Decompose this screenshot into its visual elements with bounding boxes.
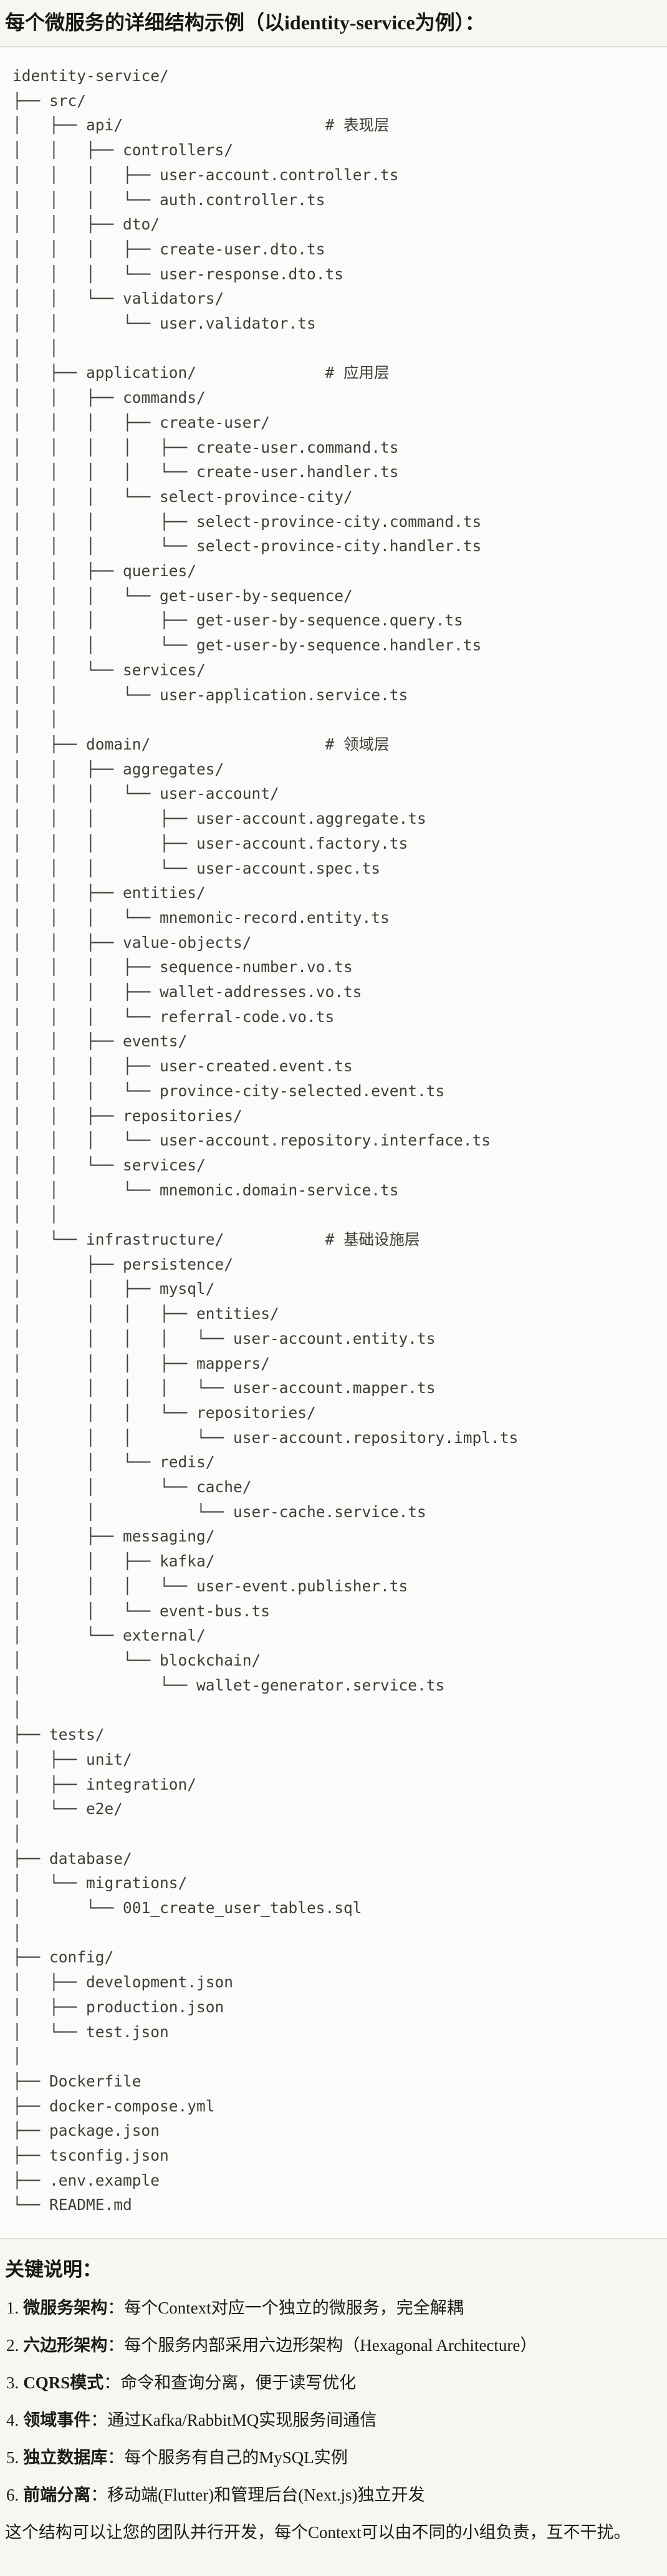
note-colon: ：	[103, 2373, 121, 2393]
note-item: 3.CQRS模式：命令和查询分离，便于读写优化	[6, 2370, 662, 2395]
note-colon: ：	[107, 2336, 125, 2355]
directory-tree: identity-service/ ├── src/ │ ├── api/ # …	[12, 67, 519, 2214]
note-colon: ：	[107, 2448, 125, 2467]
notes-list: 1.微服务架构：每个Context对应一个独立的微服务，完全解耦 2.六边形架构…	[5, 2295, 662, 2507]
note-text: 移动端(Flutter)和管理后台(Next.js)独立开发	[107, 2486, 425, 2505]
note-text: 每个Context对应一个独立的微服务，完全解耦	[124, 2299, 464, 2318]
note-number: 3.	[6, 2373, 19, 2393]
note-number: 1.	[6, 2299, 19, 2318]
document: 每个微服务的详细结构示例（以identity-service为例）： ident…	[0, 9, 667, 2545]
note-text: 命令和查询分离，便于读写优化	[120, 2373, 357, 2393]
note-label: 领域事件	[23, 2411, 91, 2430]
note-item: 5.独立数据库：每个服务有自己的MySQL实例	[6, 2445, 662, 2470]
note-colon: ：	[90, 2411, 108, 2430]
note-colon: ：	[90, 2486, 108, 2505]
page-title: 每个微服务的详细结构示例（以identity-service为例）：	[5, 11, 485, 34]
notes-section: 关键说明： 1.微服务架构：每个Context对应一个独立的微服务，完全解耦 2…	[5, 2257, 662, 2545]
notes-heading: 关键说明：	[5, 2259, 102, 2281]
note-label: 六边形架构	[23, 2336, 108, 2355]
note-label: CQRS模式	[23, 2373, 104, 2393]
note-label: 独立数据库	[23, 2448, 108, 2467]
note-label: 微服务架构	[23, 2299, 108, 2318]
note-item: 1.微服务架构：每个Context对应一个独立的微服务，完全解耦	[6, 2295, 662, 2320]
note-number: 4.	[6, 2411, 19, 2430]
note-item: 2.六边形架构：每个服务内部采用六边形架构（Hexagonal Architec…	[6, 2333, 662, 2358]
closing-paragraph: 这个结构可以让您的团队并行开发，每个Context可以由不同的小组负责，互不干扰…	[5, 2523, 631, 2542]
note-item: 6.前端分离：移动端(Flutter)和管理后台(Next.js)独立开发	[6, 2482, 662, 2507]
code-block: identity-service/ ├── src/ │ ├── api/ # …	[0, 46, 667, 2240]
note-text: 通过Kafka/RabbitMQ实现服务间通信	[107, 2411, 377, 2430]
note-label: 前端分离	[23, 2486, 91, 2505]
note-number: 2.	[6, 2336, 19, 2355]
note-number: 5.	[6, 2448, 19, 2467]
note-text: 每个服务内部采用六边形架构（Hexagonal Architecture）	[124, 2336, 537, 2355]
note-colon: ：	[107, 2299, 125, 2318]
note-item: 4.领域事件：通过Kafka/RabbitMQ实现服务间通信	[6, 2408, 662, 2433]
note-number: 6.	[6, 2486, 19, 2505]
note-text: 每个服务有自己的MySQL实例	[124, 2448, 348, 2467]
